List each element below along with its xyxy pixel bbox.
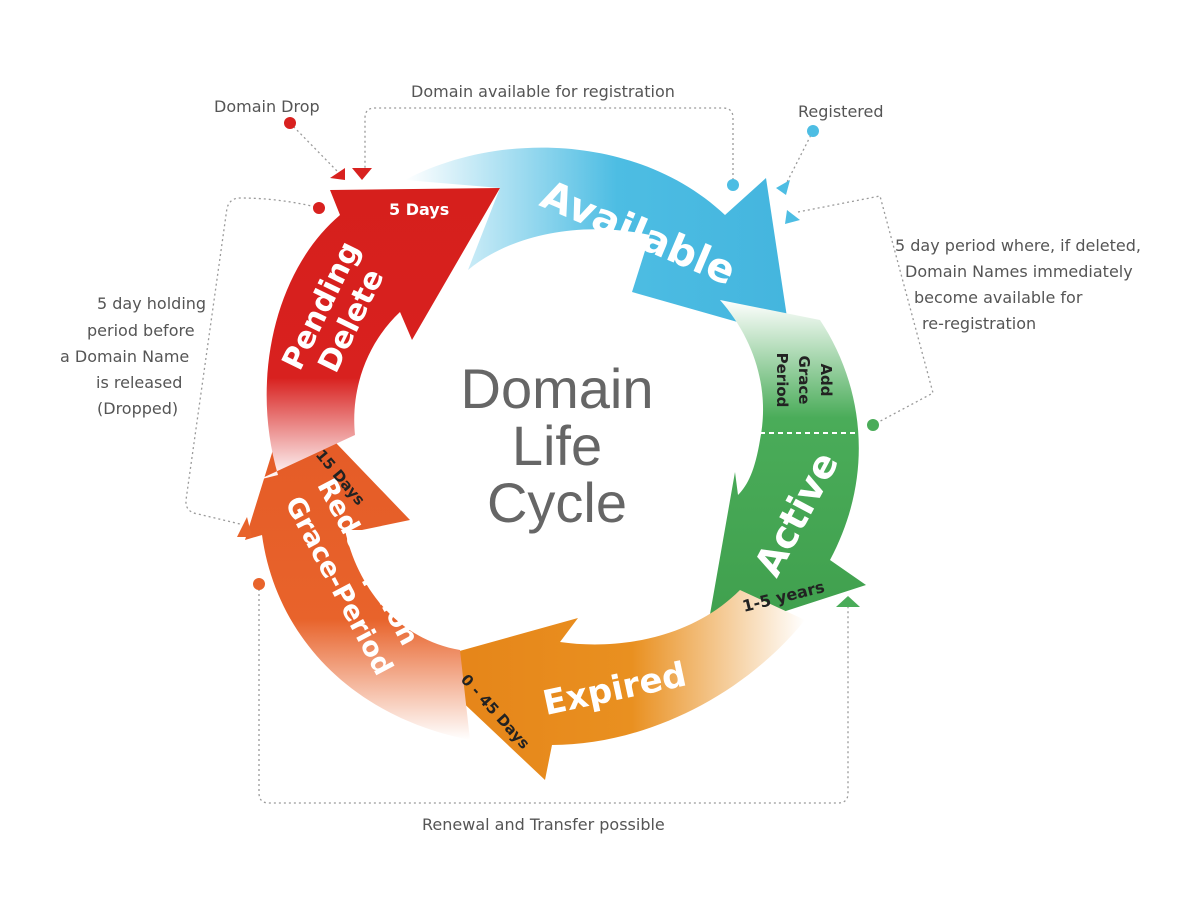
domain-drop-dot [284, 117, 296, 129]
pending-delete-duration: 5 Days [389, 200, 449, 219]
available-arrow [405, 147, 790, 337]
center-title-line-1: Domain [461, 357, 654, 420]
registered-dot [807, 125, 819, 137]
center-title-line-2: Life [512, 414, 602, 477]
active-arrow [706, 300, 866, 637]
add-grace-line-2: Grace [795, 356, 813, 405]
renewal-dot [253, 578, 265, 590]
drop-arrow-tip-1 [330, 168, 345, 180]
registered-arrow-tip-1 [776, 180, 790, 195]
expired-arrow [420, 590, 805, 780]
grace-note-line-2: Domain Names immediately [905, 262, 1133, 281]
holding-dot [313, 202, 325, 214]
registered-label: Registered [798, 102, 884, 121]
grace-dot [867, 419, 879, 431]
grace-note-line-4: re-registration [922, 314, 1036, 333]
registered-arrow-tip-2 [785, 210, 800, 224]
grace-note-line-3: become available for [914, 288, 1083, 307]
holding-note-line-2: period before [87, 321, 195, 340]
renewal-arrow-tip [836, 596, 860, 607]
holding-arrow-tip [237, 517, 252, 537]
connector-lines [185, 107, 934, 804]
registered-connector [782, 130, 814, 191]
drop-arrow-tip-2 [352, 168, 372, 180]
add-grace-line-1: Add [817, 363, 835, 396]
holding-note-line-3: a Domain Name [60, 347, 189, 366]
grace-note-line-1: 5 day period where, if deleted, [895, 236, 1141, 255]
holding-note-line-4: is released [96, 373, 182, 392]
add-grace-line-3: Period [773, 353, 791, 408]
renewal-label: Renewal and Transfer possible [422, 815, 665, 834]
pending-delete-arrow [258, 188, 500, 480]
holding-note-line-1: 5 day holding [97, 294, 206, 313]
holding-note-line-5: (Dropped) [97, 399, 178, 418]
center-title-line-3: Cycle [487, 471, 627, 534]
domain-available-label: Domain available for registration [411, 82, 675, 101]
redemption-arrow [245, 395, 470, 740]
renewal-connector [258, 584, 849, 804]
domain-drop-label: Domain Drop [214, 97, 320, 116]
grace-connector [797, 195, 934, 426]
available-dot [727, 179, 739, 191]
available-connector [364, 107, 734, 185]
domain-drop-connector [289, 122, 339, 173]
